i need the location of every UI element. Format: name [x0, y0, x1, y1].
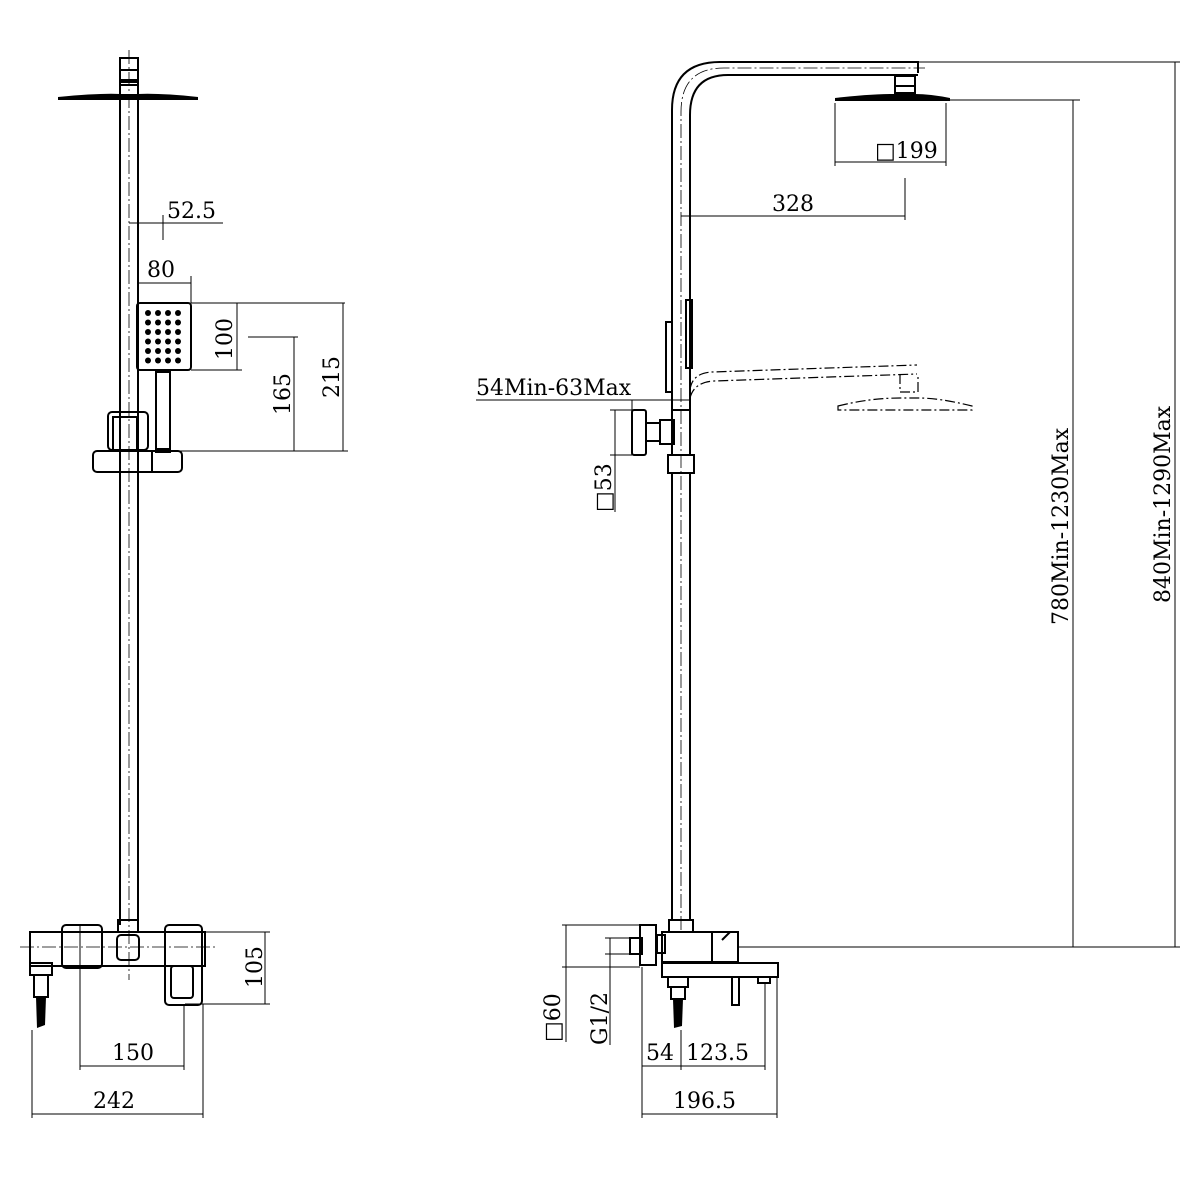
dim-inlet-centers: 150 [112, 1041, 154, 1066]
dim-rail-height: 780Min-1230Max [1049, 427, 1074, 625]
dim-hand-shower-width: 80 [147, 258, 175, 283]
lower-rail [671, 473, 691, 920]
nozzle-dot [145, 348, 151, 354]
nozzle-dot [175, 348, 181, 354]
shower-arm [671, 61, 925, 930]
dim-spout-reach: 123.5 [686, 1041, 749, 1066]
dim-bracket-range: 54Min-63Max [476, 376, 632, 401]
nozzle-dot [165, 310, 171, 316]
mixer-body [20, 919, 215, 1028]
nozzle-dot [145, 357, 151, 364]
hand-shower [136, 302, 192, 453]
dim-pipe-offset: 52.5 [167, 199, 216, 224]
side-view: □199 328 54Min-63Max □53 780Min-1230Max … [476, 61, 1180, 1118]
mixer-side [629, 919, 1180, 1028]
dim-arm-reach: 328 [772, 192, 814, 217]
nozzle-dot [155, 348, 161, 354]
nozzle-dot [175, 310, 181, 316]
nozzle-dot [165, 348, 171, 354]
alternate-arm-position [689, 364, 973, 411]
wall-bracket [631, 409, 695, 474]
nozzle-dot [175, 338, 181, 345]
side-dimensions: □199 328 54Min-63Max □53 780Min-1230Max … [476, 61, 1180, 1118]
dim-overall-width: 242 [93, 1089, 135, 1114]
dim-wall-offset: 54 [646, 1041, 674, 1066]
nozzle-dot [145, 319, 151, 326]
nozzle-dot [175, 319, 181, 326]
nozzle-dot [155, 357, 161, 364]
dim-hand-shower-height: 100 [213, 318, 238, 360]
front-dimensions: 52.5 80 100 165 215 105 150 242 [31, 199, 348, 1118]
dim-thread: G1/2 [588, 992, 613, 1045]
nozzle-dot [155, 310, 161, 316]
handset-side [665, 299, 693, 393]
nozzle-dot [165, 329, 171, 335]
nozzle-dot [175, 357, 181, 364]
dim-mixer-height: 105 [243, 946, 268, 988]
nozzle-dot [155, 319, 161, 326]
front-view: 52.5 80 100 165 215 105 150 242 [20, 50, 348, 1118]
nozzle-dot [165, 319, 171, 326]
nozzle-dot [145, 338, 151, 345]
dim-head-size: □199 [875, 139, 938, 164]
nozzle-dot [155, 329, 161, 335]
overhead-shower-head-side [835, 75, 950, 101]
riser-rail [119, 50, 139, 980]
overhead-shower-head [58, 57, 198, 100]
slider-holder [92, 411, 183, 473]
dim-overall-depth: 196.5 [673, 1089, 736, 1114]
nozzle-dot [155, 338, 161, 345]
nozzle-dot [165, 338, 171, 345]
nozzle-dot [165, 357, 171, 364]
nozzle-dot [145, 310, 151, 316]
nozzle-dot [175, 329, 181, 335]
dim-total-height: 840Min-1290Max [1151, 405, 1176, 603]
dim-flange-size: □60 [541, 993, 566, 1042]
dim-bracket-size: □53 [592, 463, 617, 512]
nozzle-dot [145, 329, 151, 335]
dim-total-hand-height: 215 [320, 356, 345, 398]
dim-holder-height: 165 [271, 373, 296, 415]
